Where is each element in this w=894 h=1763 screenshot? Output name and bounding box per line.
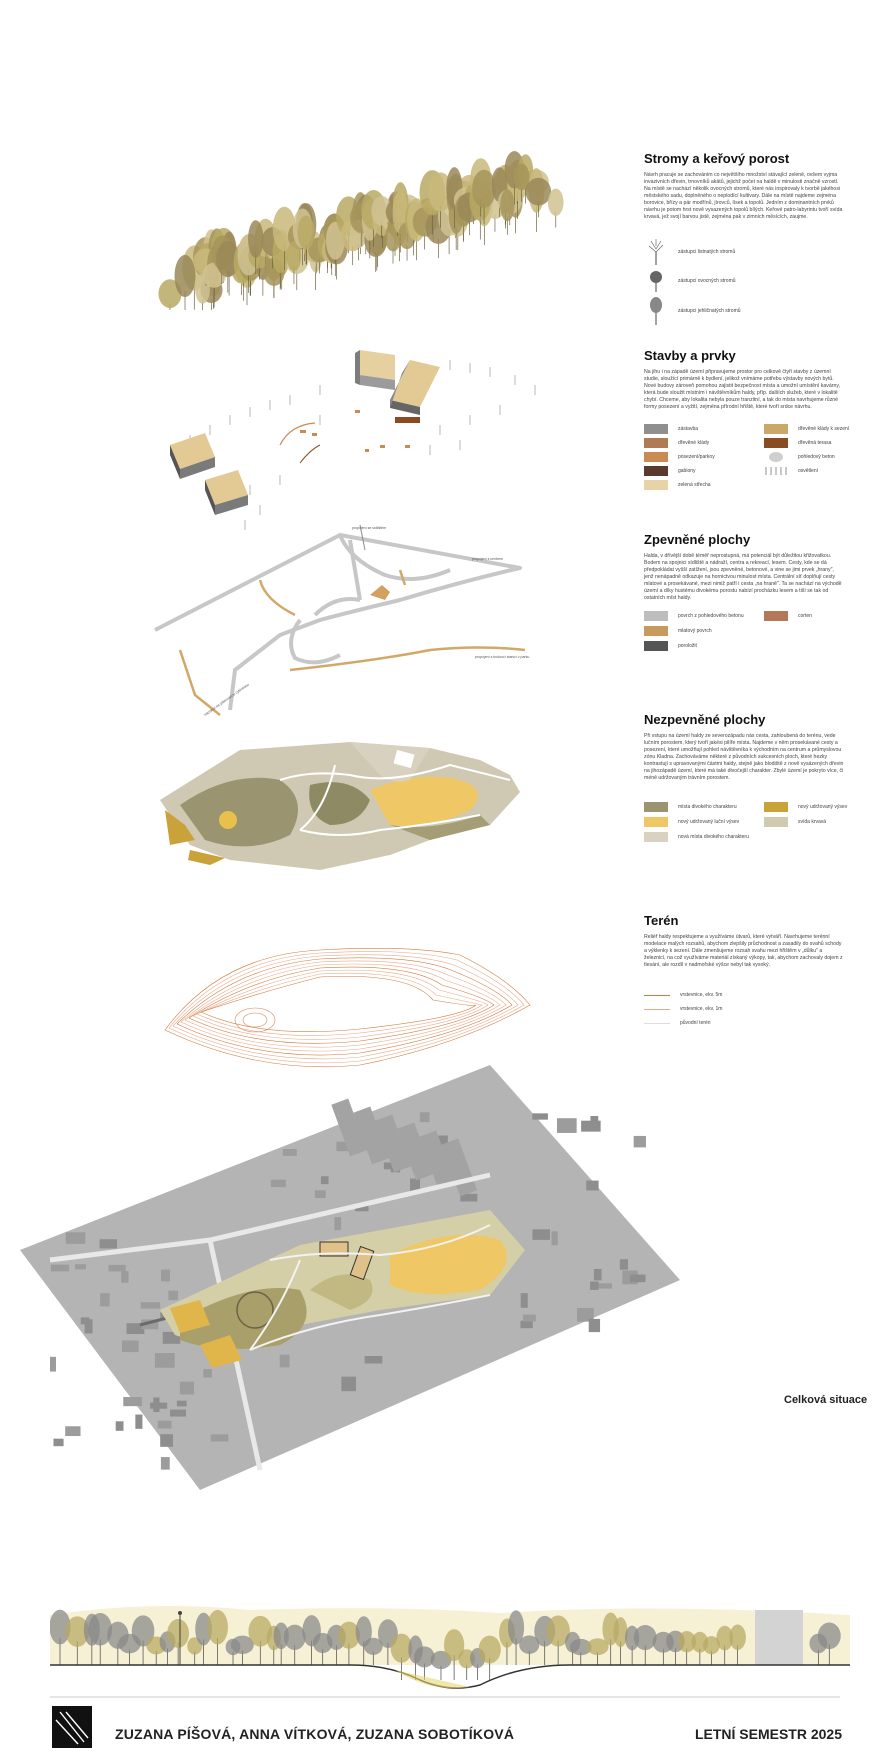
legend-item: původní terén — [644, 1020, 711, 1026]
building-north-east — [390, 360, 440, 423]
section-title-terrain: Terén — [644, 913, 679, 928]
section-body-buildings: Na jihu i na západě území připravujeme p… — [644, 369, 840, 410]
legend-item: dřevěná terasa — [764, 438, 831, 448]
legend-item: nový udržovaný výsev — [764, 802, 847, 812]
legend-item: pohledový beton — [764, 452, 835, 462]
legend-item: nový udržovaný luční výsev — [644, 817, 739, 827]
legend-item: zástupci listnatých stromů — [644, 238, 735, 266]
section-title-unpaved: Nezpevněné plochy — [644, 712, 766, 727]
overall-situation-label: Celková situace — [784, 1394, 868, 1406]
annotation-housing: propojení se sídlištěm — [352, 526, 386, 530]
conifer-tree-icon — [650, 297, 662, 325]
legend-item: osvětlení — [764, 466, 818, 476]
studio-logo — [52, 1706, 92, 1748]
annotation-cycle-route: napojení na plánovanou cyklotrasu — [203, 682, 250, 716]
legend-item: svída krvavá — [764, 817, 826, 827]
legend-item: nová místa divokého charakteru — [644, 832, 749, 842]
legend-item: zástupci jehličnatých stromů — [644, 296, 741, 326]
legend-item: poroložit — [644, 641, 697, 651]
legend-item: posezení/parkoy — [644, 452, 715, 462]
legend-unpaved: místa divokého charakteru nový udržovaný… — [644, 802, 874, 846]
legend-item: gabiony — [644, 466, 696, 476]
legend-item: místa divokého charakteru — [644, 802, 737, 812]
legend-item: povrch z pohledového betonu — [644, 611, 744, 621]
legend-item: corten — [764, 611, 812, 621]
section-title-paved: Zpevněné plochy — [644, 532, 751, 547]
legend-item: mlatový povrch — [644, 626, 712, 636]
terrain-contours-axonometry — [164, 948, 531, 1068]
legend-item: dřevěné klády k sezení — [764, 424, 849, 434]
deciduous-tree-icon — [648, 239, 664, 265]
legend-item: vrstevnice, ekv. 1m — [644, 1006, 722, 1012]
swatch — [644, 424, 668, 434]
section-body-unpaved: Při vstupu na území haldy ze severozápad… — [644, 733, 844, 781]
legend-item: dřevěné klády — [644, 438, 709, 448]
buildings-axonometry — [170, 350, 536, 530]
building-west — [170, 433, 215, 479]
semester: LETNÍ SEMESTR 2025 — [694, 1726, 842, 1742]
authors: ZUZANA PÍŠOVÁ, ANNA VÍTKOVÁ, ZUZANA SOBO… — [115, 1726, 515, 1742]
paved-paths-axonometry: propojení se sídlištěm propojení s centr… — [154, 524, 529, 717]
site-cross-section — [50, 1606, 850, 1698]
legend-item: zástavba — [644, 424, 698, 434]
section-body-terrain: Reliéf haldy respektujeme a využíváme út… — [644, 934, 843, 968]
building-north-west — [355, 350, 395, 390]
annotation-music-school: propojení s budoucí stanicí v parku — [475, 655, 529, 659]
section-title-trees: Stromy a keřový porost — [644, 151, 790, 166]
section-title-buildings: Stavby a prvky — [644, 348, 736, 363]
legend-paved: povrch z pohledového betonu mlatový povr… — [644, 611, 874, 655]
legend-trees: zástupci listnatých stromů zástupci ovoc… — [644, 238, 874, 325]
building-south-west — [205, 470, 248, 515]
fruit-tree-icon — [650, 271, 662, 292]
legend-buildings: zástavba dřevěné klády posezení/parkoy g… — [644, 424, 874, 494]
unpaved-areas-axonometry — [160, 742, 520, 870]
legend-item: vrstevnice, ekv. 5m — [644, 992, 722, 998]
lamp-icon — [765, 467, 787, 475]
section-body-paved: Halda, v dřívější době téměř neprostupná… — [644, 553, 842, 601]
legend-item: zástupci ovocných stromů — [644, 269, 736, 293]
annotation-center: propojení s centrem — [472, 557, 503, 561]
legend-item: zelená střecha — [644, 480, 711, 490]
legend-terrain: vrstevnice, ekv. 5m vrstevnice, ekv. 1m … — [644, 992, 874, 1032]
overall-site-plan — [20, 1065, 680, 1490]
trees-axonometry — [158, 151, 564, 310]
section-body-trees: Návrh pracuje se zachováním co největšíh… — [644, 172, 843, 220]
